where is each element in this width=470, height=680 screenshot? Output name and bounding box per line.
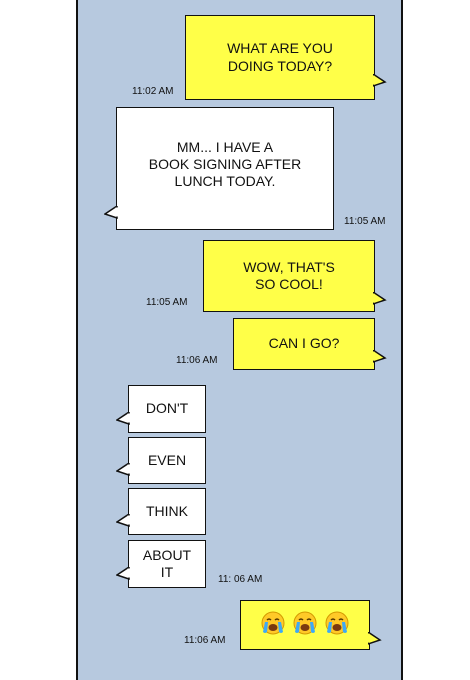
message-timestamp: 11: 06 AM [218, 574, 263, 585]
bubble-tail [104, 206, 118, 220]
bubble-tail [116, 514, 130, 528]
message-bubble-incoming[interactable]: THINK [128, 488, 206, 535]
bubble-tail [373, 350, 387, 363]
message-bubble-incoming[interactable]: EVEN [128, 437, 206, 484]
message-text: THINK [146, 502, 188, 519]
message-text: MM... I HAVE A BOOK SIGNING AFTER LUNCH … [148, 138, 302, 190]
crying-face-icon [260, 610, 286, 641]
message-text: CAN I GO? [268, 335, 340, 352]
bubble-tail [373, 292, 387, 305]
crying-face-icon [292, 610, 318, 641]
message-text: WHAT ARE YOU DOING TODAY? [227, 40, 333, 74]
chat-panel: WHAT ARE YOU DOING TODAY? 11:02 AM MM...… [76, 0, 403, 680]
bubble-tail [116, 567, 130, 581]
bubble-tail [116, 412, 130, 426]
message-timestamp: 11:06 AM [176, 355, 218, 366]
message-bubble-incoming[interactable]: MM... I HAVE A BOOK SIGNING AFTER LUNCH … [116, 107, 334, 230]
bubble-tail [116, 463, 130, 477]
emoji-row [257, 610, 353, 641]
bubble-tail [373, 74, 387, 87]
message-bubble-outgoing[interactable]: WOW, THAT'S SO COOL! [203, 240, 375, 312]
message-text: ABOUT IT [142, 546, 192, 580]
bubble-tail [368, 632, 382, 645]
message-timestamp: 11:02 AM [132, 86, 174, 97]
message-timestamp: 11:06 AM [184, 635, 226, 646]
message-bubble-outgoing[interactable] [240, 600, 370, 650]
message-timestamp: 11:05 AM [344, 216, 386, 227]
message-bubble-outgoing[interactable]: WHAT ARE YOU DOING TODAY? [185, 15, 375, 100]
message-text: EVEN [147, 451, 187, 468]
message-bubble-incoming[interactable]: DON'T [128, 385, 206, 433]
crying-face-icon [324, 610, 350, 641]
message-text: DON'T [145, 400, 189, 417]
message-timestamp: 11:05 AM [146, 297, 188, 308]
message-bubble-outgoing[interactable]: CAN I GO? [233, 318, 375, 370]
message-text: WOW, THAT'S SO COOL! [243, 258, 335, 292]
message-bubble-incoming[interactable]: ABOUT IT [128, 540, 206, 588]
